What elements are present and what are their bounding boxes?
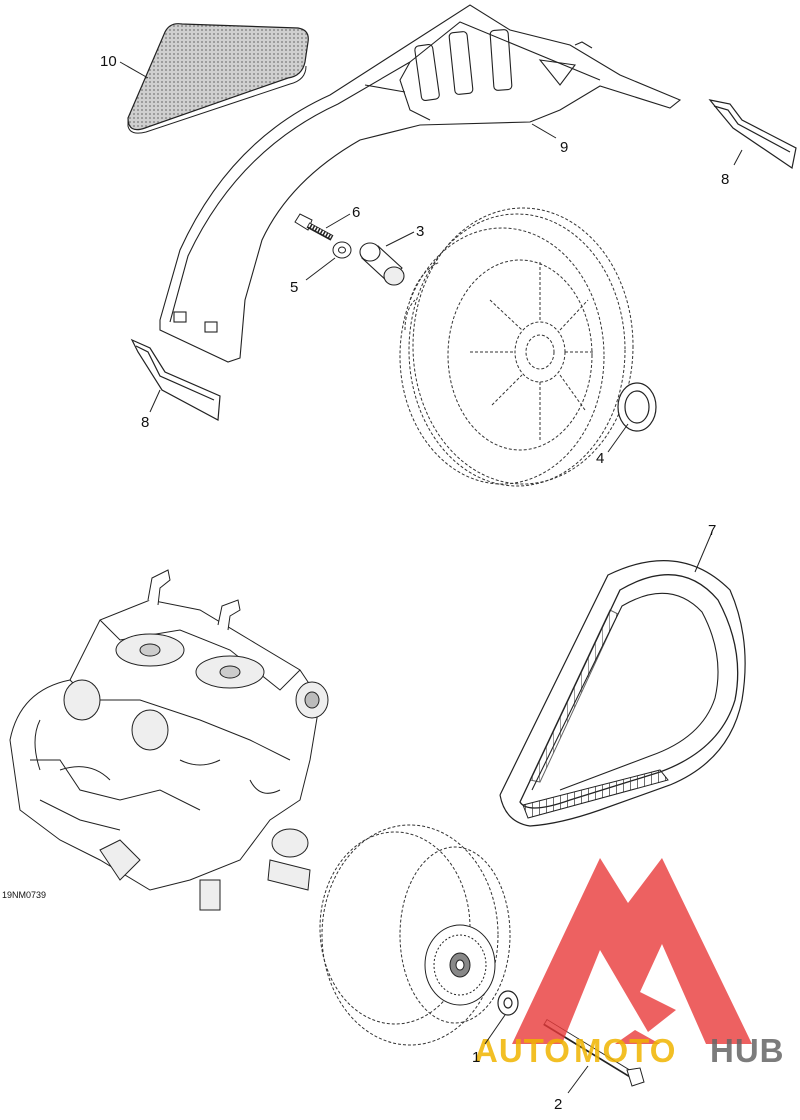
- driven-pulley: [399, 207, 634, 487]
- callout-8-left: 8: [141, 414, 149, 431]
- drawing-code: 19NM0739: [2, 890, 46, 900]
- watermark-word-hub: HUB: [710, 1032, 785, 1069]
- callout-2: 2: [554, 1096, 562, 1113]
- leader-lines: [119, 61, 743, 1094]
- callout-10: 10: [100, 53, 117, 70]
- callout-4: 4: [596, 450, 604, 467]
- part-3-spacer: [359, 242, 405, 286]
- callout-8-right: 8: [721, 171, 729, 188]
- part-1-washer: [497, 990, 519, 1016]
- watermark-word-auto: AUTO: [474, 1032, 571, 1069]
- part-8-clip-left: [130, 338, 221, 421]
- engine-block: [9, 569, 329, 911]
- part-4-ring: [617, 382, 657, 432]
- callout-6: 6: [352, 204, 360, 221]
- part-7-drive-belt: [499, 559, 746, 827]
- drive-pulley-hub: [424, 924, 496, 1006]
- callout-5: 5: [290, 279, 298, 296]
- callout-3: 3: [416, 223, 424, 240]
- callout-9: 9: [560, 139, 568, 156]
- part-8-clip-right: [708, 99, 797, 170]
- brand-watermark-logo: [512, 858, 752, 1044]
- watermark-word-moto: MOTO: [574, 1032, 676, 1069]
- part-6-bolt: [294, 213, 334, 241]
- part-5-washer: [332, 241, 352, 259]
- callout-1: 1: [472, 1049, 480, 1066]
- part-9-belt-guard: [159, 4, 682, 363]
- part-10-mesh-pad: [127, 23, 309, 134]
- callout-7: 7: [708, 522, 716, 539]
